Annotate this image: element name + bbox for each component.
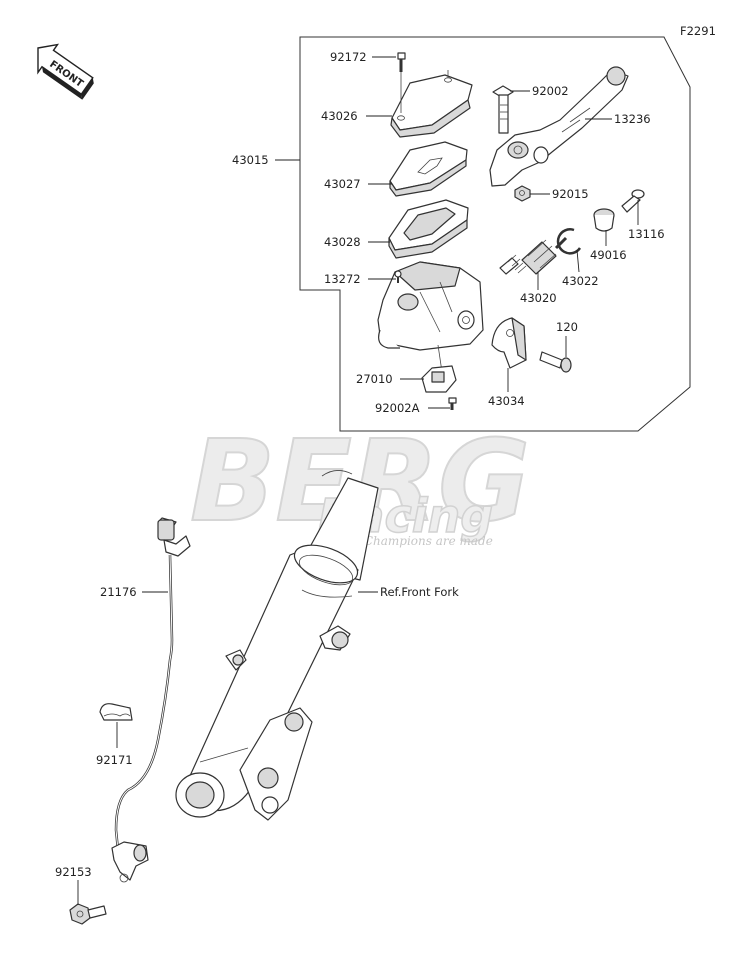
- label-43015: 43015: [232, 153, 269, 167]
- label-120: 120: [556, 320, 578, 334]
- part-13116-pin: [621, 189, 645, 213]
- label-92171: 92171: [96, 753, 133, 767]
- label-43020: 43020: [520, 291, 557, 305]
- part-92015-nut: [514, 185, 531, 202]
- label-92002A: 92002A: [375, 401, 420, 415]
- assembly-boundary-43015: [299, 36, 691, 432]
- part-front-fork: [175, 470, 379, 821]
- label-13236: 13236: [614, 112, 651, 126]
- part-49016-boot: [593, 208, 615, 232]
- part-13236-lever: [489, 66, 629, 187]
- label-92015: 92015: [552, 187, 589, 201]
- label-ref-front-fork: Ref.Front Fork: [380, 585, 459, 599]
- label-92172: 92172: [330, 50, 367, 64]
- part-13272-screw: [394, 270, 402, 283]
- label-43022: 43022: [562, 274, 599, 288]
- part-92171-clamp: [99, 703, 133, 721]
- front-arrow-icon: FRONT: [37, 43, 94, 100]
- part-43027-plate: [389, 141, 468, 197]
- figure-code: F2291: [680, 24, 716, 38]
- part-43034-clamp: [491, 317, 527, 369]
- part-92002-bolt: [492, 85, 514, 134]
- label-92002: 92002: [532, 84, 569, 98]
- label-43028: 43028: [324, 235, 361, 249]
- part-92172-screw: [397, 52, 406, 72]
- part-92153-bolt: [69, 903, 107, 925]
- label-49016: 49016: [590, 248, 627, 262]
- part-92002A-screw: [448, 397, 457, 410]
- part-master-cylinder-body: [377, 261, 484, 373]
- label-13116: 13116: [628, 227, 665, 241]
- label-43027: 43027: [324, 177, 361, 191]
- label-92153: 92153: [55, 865, 92, 879]
- label-43026: 43026: [321, 109, 358, 123]
- part-43020-piston-kit: [499, 236, 568, 275]
- label-13272: 13272: [324, 272, 361, 286]
- label-27010: 27010: [356, 372, 393, 386]
- part-120-bolt: [539, 351, 572, 373]
- part-27010-switch: [421, 365, 457, 393]
- part-21176-sensor: [111, 517, 191, 883]
- label-43034: 43034: [488, 394, 525, 408]
- leader-lines: [77, 56, 639, 905]
- part-43026-cap: [390, 70, 473, 138]
- part-43028-diaphragm: [388, 199, 469, 259]
- label-21176: 21176: [100, 585, 137, 599]
